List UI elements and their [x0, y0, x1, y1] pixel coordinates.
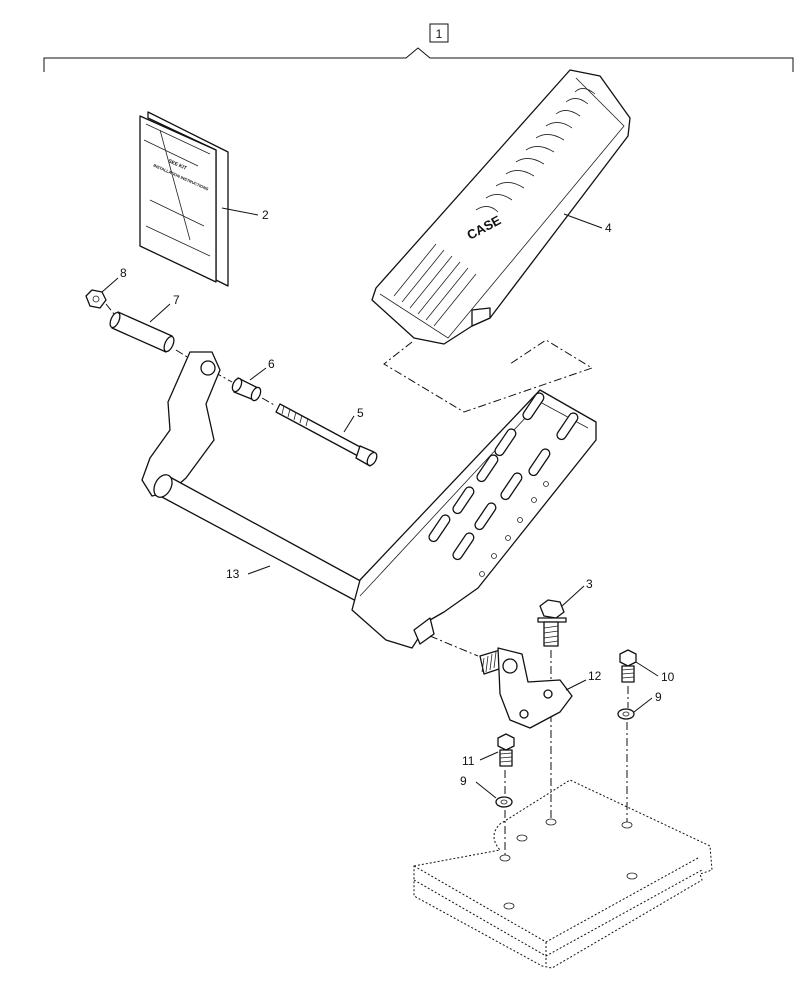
bolt-10: 10 — [619, 649, 675, 684]
callout-10: 10 — [661, 670, 675, 684]
pivot-bolt: 5 — [275, 403, 378, 467]
bolt-11: 11 — [462, 733, 515, 768]
spacer-tube: 7 — [109, 293, 180, 353]
mounting-plate-phantom — [413, 779, 713, 969]
callout-8: 8 — [120, 266, 127, 280]
pad-grip-ribs — [393, 88, 596, 327]
pedal-plate-slots — [428, 392, 579, 561]
instruction-booklet: SEE KIT INSTALLATION INSTRUCTIONS 2 — [139, 111, 269, 287]
callout-4: 4 — [605, 221, 612, 235]
callout-9-left: 9 — [460, 774, 467, 788]
callout-3: 3 — [586, 577, 593, 591]
callout-12: 12 — [588, 669, 602, 683]
pedal-pad: CASE 4 — [371, 69, 631, 345]
callout-2: 2 — [262, 208, 269, 222]
flange-bolt: 3 — [537, 577, 593, 647]
ball-stud-bracket: 12 — [479, 647, 602, 729]
callout-7: 7 — [173, 293, 180, 307]
nut: 8 — [85, 266, 127, 309]
pedal-arm: 13 — [141, 351, 597, 649]
callout-9-right: 9 — [655, 690, 662, 704]
assembly-item-number: 1 — [436, 27, 443, 41]
washer-left: 9 — [460, 774, 513, 808]
callout-13: 13 — [226, 567, 240, 581]
assembly-bracket: 1 — [43, 23, 794, 72]
bushing: 6 — [231, 357, 275, 402]
callout-11: 11 — [462, 754, 475, 768]
callout-6: 6 — [268, 357, 275, 371]
washer-right: 9 — [617, 690, 662, 720]
callout-5: 5 — [357, 406, 364, 420]
